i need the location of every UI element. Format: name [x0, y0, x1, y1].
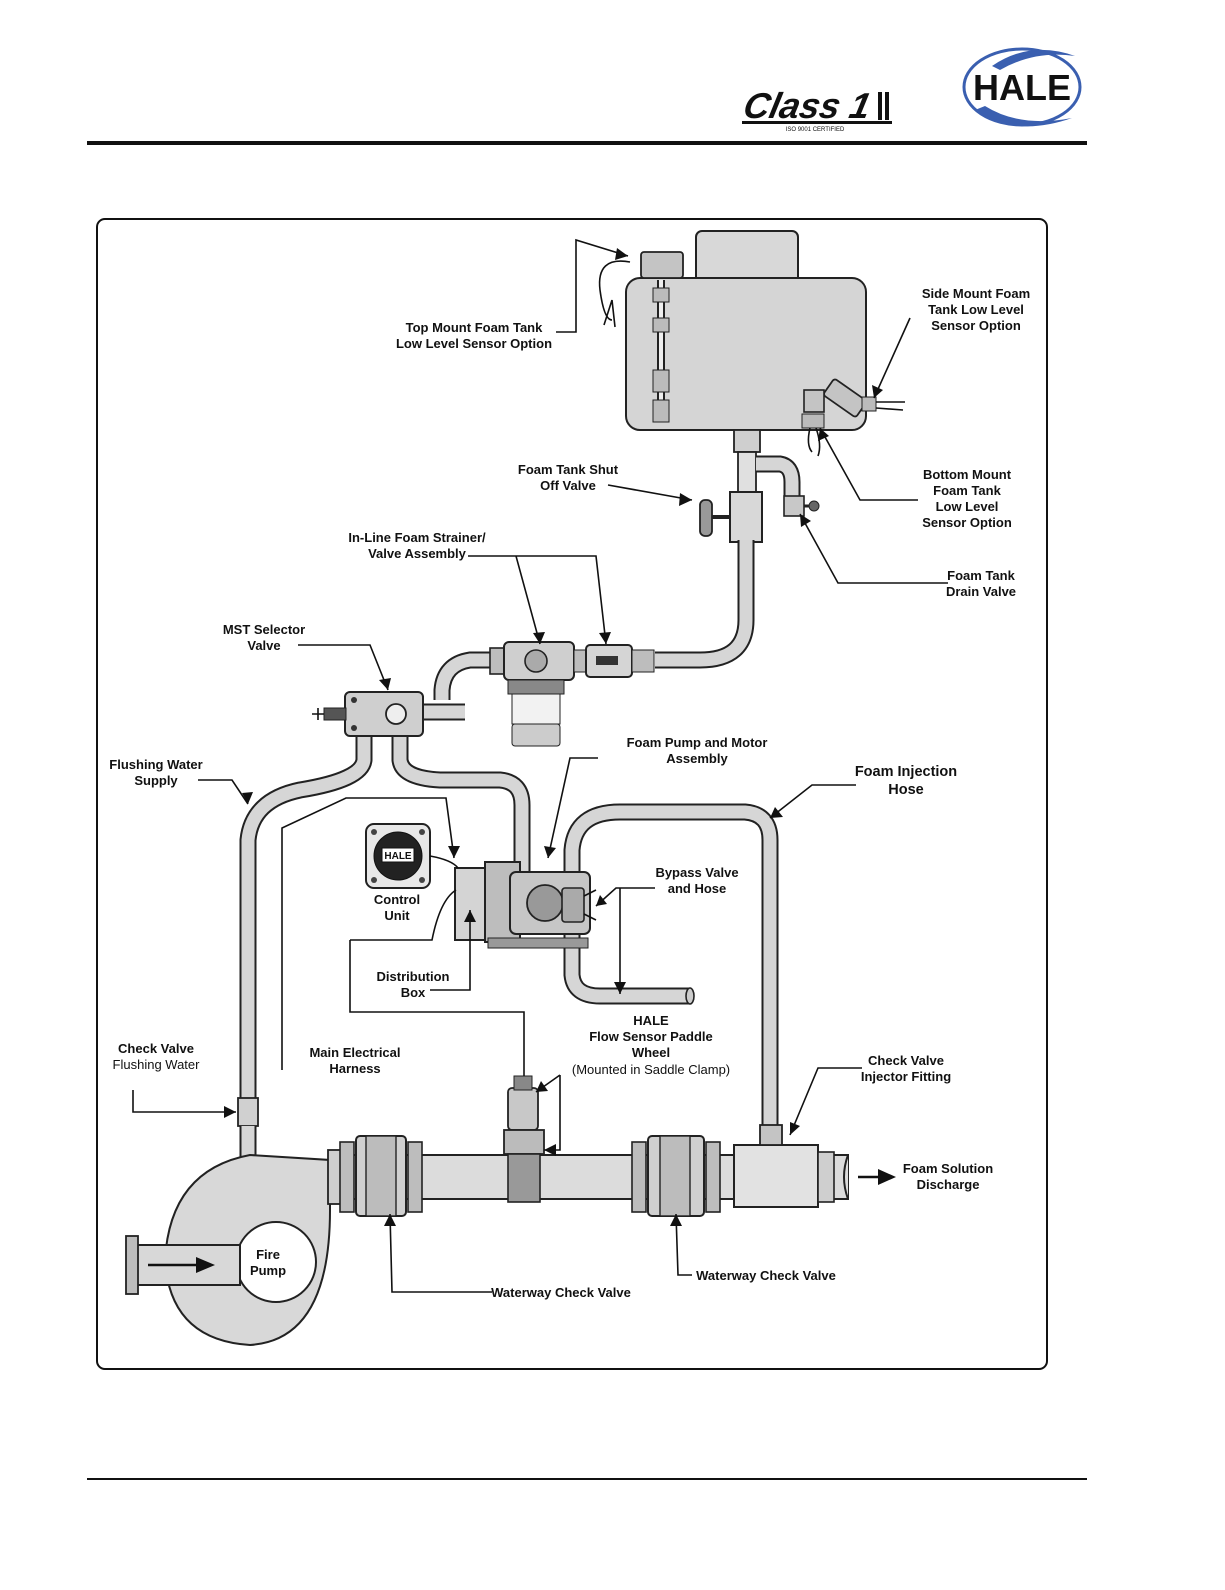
fire-pump-label-l2: Pump — [250, 1263, 286, 1278]
label-check-inj-l1: Check Valve — [868, 1053, 944, 1068]
label-distribution-l1: Distribution — [377, 969, 450, 984]
label-flushing-l2: Supply — [134, 773, 178, 788]
control-unit: HALE — [365, 823, 431, 889]
label-drain-l1: Foam Tank — [947, 568, 1015, 583]
inline-strainer-assembly — [489, 641, 655, 747]
fire-pump: Fire Pump — [125, 1153, 331, 1347]
label-harness-l1: Main Electrical — [309, 1045, 400, 1060]
fire-pump-label-l1: Fire — [256, 1247, 280, 1262]
label-injection-l1: Foam Injection — [855, 764, 957, 780]
label-bottom-mount-l1: Bottom Mount — [923, 467, 1012, 482]
wiring — [349, 855, 525, 1060]
label-check-inj-l2: Injector Fitting — [861, 1069, 951, 1084]
label-shutoff-l2: Off Valve — [540, 478, 596, 493]
label-bottom-mount-l2: Foam Tank — [933, 483, 1001, 498]
foam-tank — [598, 230, 905, 543]
foam-pump-motor — [454, 861, 597, 949]
hale-logo: HALE — [962, 47, 1082, 127]
flow-sensor-paddle-wheel — [503, 1060, 545, 1203]
label-discharge-l2: Discharge — [917, 1177, 980, 1192]
label-side-mount-l2: Tank Low Level — [928, 302, 1024, 317]
label-flushing-l1: Flushing Water — [109, 757, 202, 772]
label-side-mount-l1: Side Mount Foam — [922, 286, 1030, 301]
label-pump-motor-l1: Foam Pump and Motor — [627, 735, 768, 750]
label-control-l2: Unit — [384, 908, 410, 923]
label-distribution-l2: Box — [401, 985, 426, 1000]
label-top-mount-l1: Top Mount Foam Tank — [406, 320, 543, 335]
label-mst-l1: MST Selector — [223, 622, 305, 637]
diagram-labels: Top Mount Foam Tank Low Level Sensor Opt… — [109, 286, 1030, 1300]
hoses — [237, 540, 779, 1160]
label-check-flush-l1: Check Valve — [118, 1041, 194, 1056]
label-flow-l1: HALE — [633, 1013, 669, 1028]
label-side-mount-l3: Sensor Option — [931, 318, 1021, 333]
label-bypass-l2: and Hose — [668, 881, 727, 896]
class1-logo-text: Class 1 — [740, 85, 875, 126]
label-strainer-l2: Valve Assembly — [368, 546, 467, 561]
label-flow-l2: Flow Sensor Paddle — [589, 1029, 713, 1044]
label-shutoff-l1: Foam Tank Shut — [518, 462, 619, 477]
header-rule — [87, 141, 1087, 145]
label-flow-l4: (Mounted in Saddle Clamp) — [572, 1062, 730, 1077]
label-bypass-l1: Bypass Valve — [655, 865, 738, 880]
label-drain-l2: Drain Valve — [946, 584, 1016, 599]
label-waterway-right: Waterway Check Valve — [696, 1268, 836, 1283]
class1-logo: Class 1 ISO 9001 CERTIFIED — [740, 85, 892, 133]
label-control-l1: Control — [374, 892, 420, 907]
footer-rule — [87, 1478, 1087, 1480]
label-check-flush-l2: Flushing Water — [113, 1057, 201, 1072]
label-discharge-l1: Foam Solution — [903, 1161, 993, 1176]
control-unit-display: HALE — [384, 851, 412, 862]
label-flow-l3: Wheel — [632, 1045, 670, 1060]
class1-logo-subtext: ISO 9001 CERTIFIED — [786, 127, 845, 133]
leader-lines — [132, 238, 948, 1293]
hale-logo-text: HALE — [973, 67, 1071, 108]
label-bottom-mount-l3: Low Level — [936, 499, 999, 514]
label-injection-l2: Hose — [888, 782, 923, 798]
mst-selector-valve — [312, 691, 424, 737]
label-pump-motor-l2: Assembly — [666, 751, 728, 766]
label-harness-l2: Harness — [329, 1061, 380, 1076]
label-top-mount-l2: Low Level Sensor Option — [396, 336, 552, 351]
label-bottom-mount-l4: Sensor Option — [922, 515, 1012, 530]
label-strainer-l1: In-Line Foam Strainer/ — [348, 530, 486, 545]
label-mst-l2: Valve — [247, 638, 280, 653]
discharge-pipe — [327, 1124, 896, 1217]
label-waterway-left: Waterway Check Valve — [491, 1285, 631, 1300]
